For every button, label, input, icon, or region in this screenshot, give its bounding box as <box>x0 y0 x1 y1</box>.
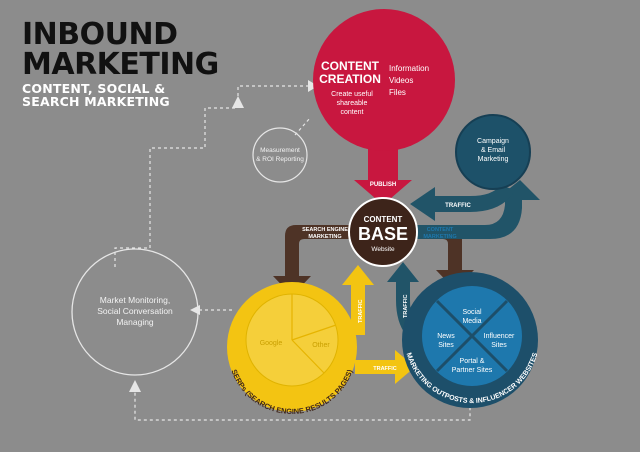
title-line-1: INBOUND <box>22 17 178 52</box>
campaign-line-1: Campaign <box>477 138 509 145</box>
measurement-line-2: & ROI Reporting <box>256 156 304 163</box>
connector-measurement-to-creation <box>294 117 311 136</box>
teal-arrows <box>387 180 540 335</box>
content-marketing-label: CONTENT MARKETING <box>423 227 456 240</box>
market-monitoring-line-1: Market Monitoring, <box>100 295 170 305</box>
outposts-segment-news: News Sites <box>437 333 455 349</box>
content-creation-heading-2: CREATION <box>319 72 381 86</box>
subtitle-line-1: CONTENT, SOCIAL & <box>22 81 166 96</box>
publish-arrow <box>354 140 412 205</box>
content-creation-circle <box>313 9 455 151</box>
traffic-label-top: TRAFFIC <box>445 203 471 209</box>
yellow-arrow-right <box>355 350 415 384</box>
campaign-line-2: & Email <box>481 147 506 154</box>
outposts-influencer-line-1: Influencer <box>484 333 515 340</box>
serps-segment-google: Google <box>260 340 283 347</box>
market-monitoring-line-2: Social Conversation <box>97 306 173 316</box>
outposts-news-line-2: Sites <box>438 342 454 349</box>
publish-label: PUBLISH <box>370 182 396 188</box>
content-base-circle <box>348 197 418 267</box>
connector-to-content-creation <box>114 85 315 268</box>
campaign-circle <box>455 114 531 190</box>
outposts-social-line-2: Media <box>462 318 481 325</box>
dashed-connectors <box>114 85 471 421</box>
serps-divider-3 <box>291 339 325 374</box>
serps-segment-other: Other <box>312 342 330 349</box>
outposts-segment-portal: Portal & Partner Sites <box>452 358 493 374</box>
traffic-label-serps-right: TRAFFIC <box>373 366 397 372</box>
outposts-social-line-1: Social <box>462 309 482 316</box>
arrowhead-to-creation <box>308 80 318 92</box>
serps-dividers <box>291 294 337 374</box>
measurement-text: Measurement & ROI Reporting <box>256 147 304 163</box>
content-creation-desc-3: content <box>341 109 364 116</box>
content-creation-item-files: Files <box>389 88 406 97</box>
outposts-divider-2 <box>435 299 509 373</box>
traffic-label-outposts-up: TRAFFIC <box>403 294 409 318</box>
outposts-segment-social: Social Media <box>462 309 482 325</box>
campaign-text: Campaign & Email Marketing <box>477 138 509 163</box>
campaign-line-3: Marketing <box>478 156 509 163</box>
content-base-text: CONTENT BASE Website <box>358 215 408 253</box>
sem-label-line-2: MARKETING <box>308 234 341 240</box>
outposts-dividers <box>435 299 509 373</box>
content-creation-text: CONTENT CREATION Create useful shareable… <box>319 59 429 116</box>
measurement-line-1: Measurement <box>260 147 300 154</box>
outposts-influencer-line-2: Sites <box>491 342 507 349</box>
subtitle-line-2: SEARCH MARKETING <box>22 94 170 109</box>
content-creation-heading-1: CONTENT <box>321 59 380 73</box>
sem-label-line-1: SEARCH ENGINE <box>302 227 348 233</box>
market-monitoring-text: Market Monitoring, Social Conversation M… <box>97 295 173 327</box>
brown-arrow-left <box>273 225 350 296</box>
title-block: INBOUND MARKETING CONTENT, SOCIAL & SEAR… <box>22 17 219 109</box>
content-base-line-3: Website <box>371 246 395 253</box>
content-creation-item-videos: Videos <box>389 76 413 85</box>
outposts-segment-influencer: Influencer Sites <box>484 333 515 349</box>
content-base-line-1: CONTENT <box>364 215 403 224</box>
title-line-2: MARKETING <box>22 47 219 82</box>
outposts-news-line-1: News <box>437 333 455 340</box>
teal-arrow-up-from-outposts <box>387 262 420 335</box>
content-marketing-line-1: CONTENT <box>427 227 454 233</box>
arrowhead-to-monitoring-top <box>232 96 244 108</box>
content-creation-desc-1: Create useful <box>331 91 373 98</box>
content-creation-item-information: Information <box>389 64 429 73</box>
connector-outposts-to-monitoring <box>134 385 471 421</box>
outposts-portal-line-1: Portal & <box>460 358 485 365</box>
measurement-circle <box>252 127 308 183</box>
serps-divider-2 <box>291 324 337 341</box>
yellow-arrows <box>342 265 415 384</box>
teal-arrow-traffic <box>410 185 515 221</box>
market-monitoring-line-3: Managing <box>116 317 154 327</box>
content-creation-desc-2: shareable <box>337 100 368 107</box>
sem-label: SEARCH ENGINE MARKETING <box>302 227 348 240</box>
market-monitoring-circle <box>71 248 199 376</box>
outposts-portal-line-2: Partner Sites <box>452 367 493 374</box>
content-base-line-2: BASE <box>358 224 408 244</box>
yellow-arrow-up <box>342 265 374 335</box>
arrowhead-to-monitoring-bottom <box>129 380 141 392</box>
traffic-label-serps-up: TRAFFIC <box>358 299 364 323</box>
content-marketing-line-2: MARKETING <box>423 234 456 240</box>
